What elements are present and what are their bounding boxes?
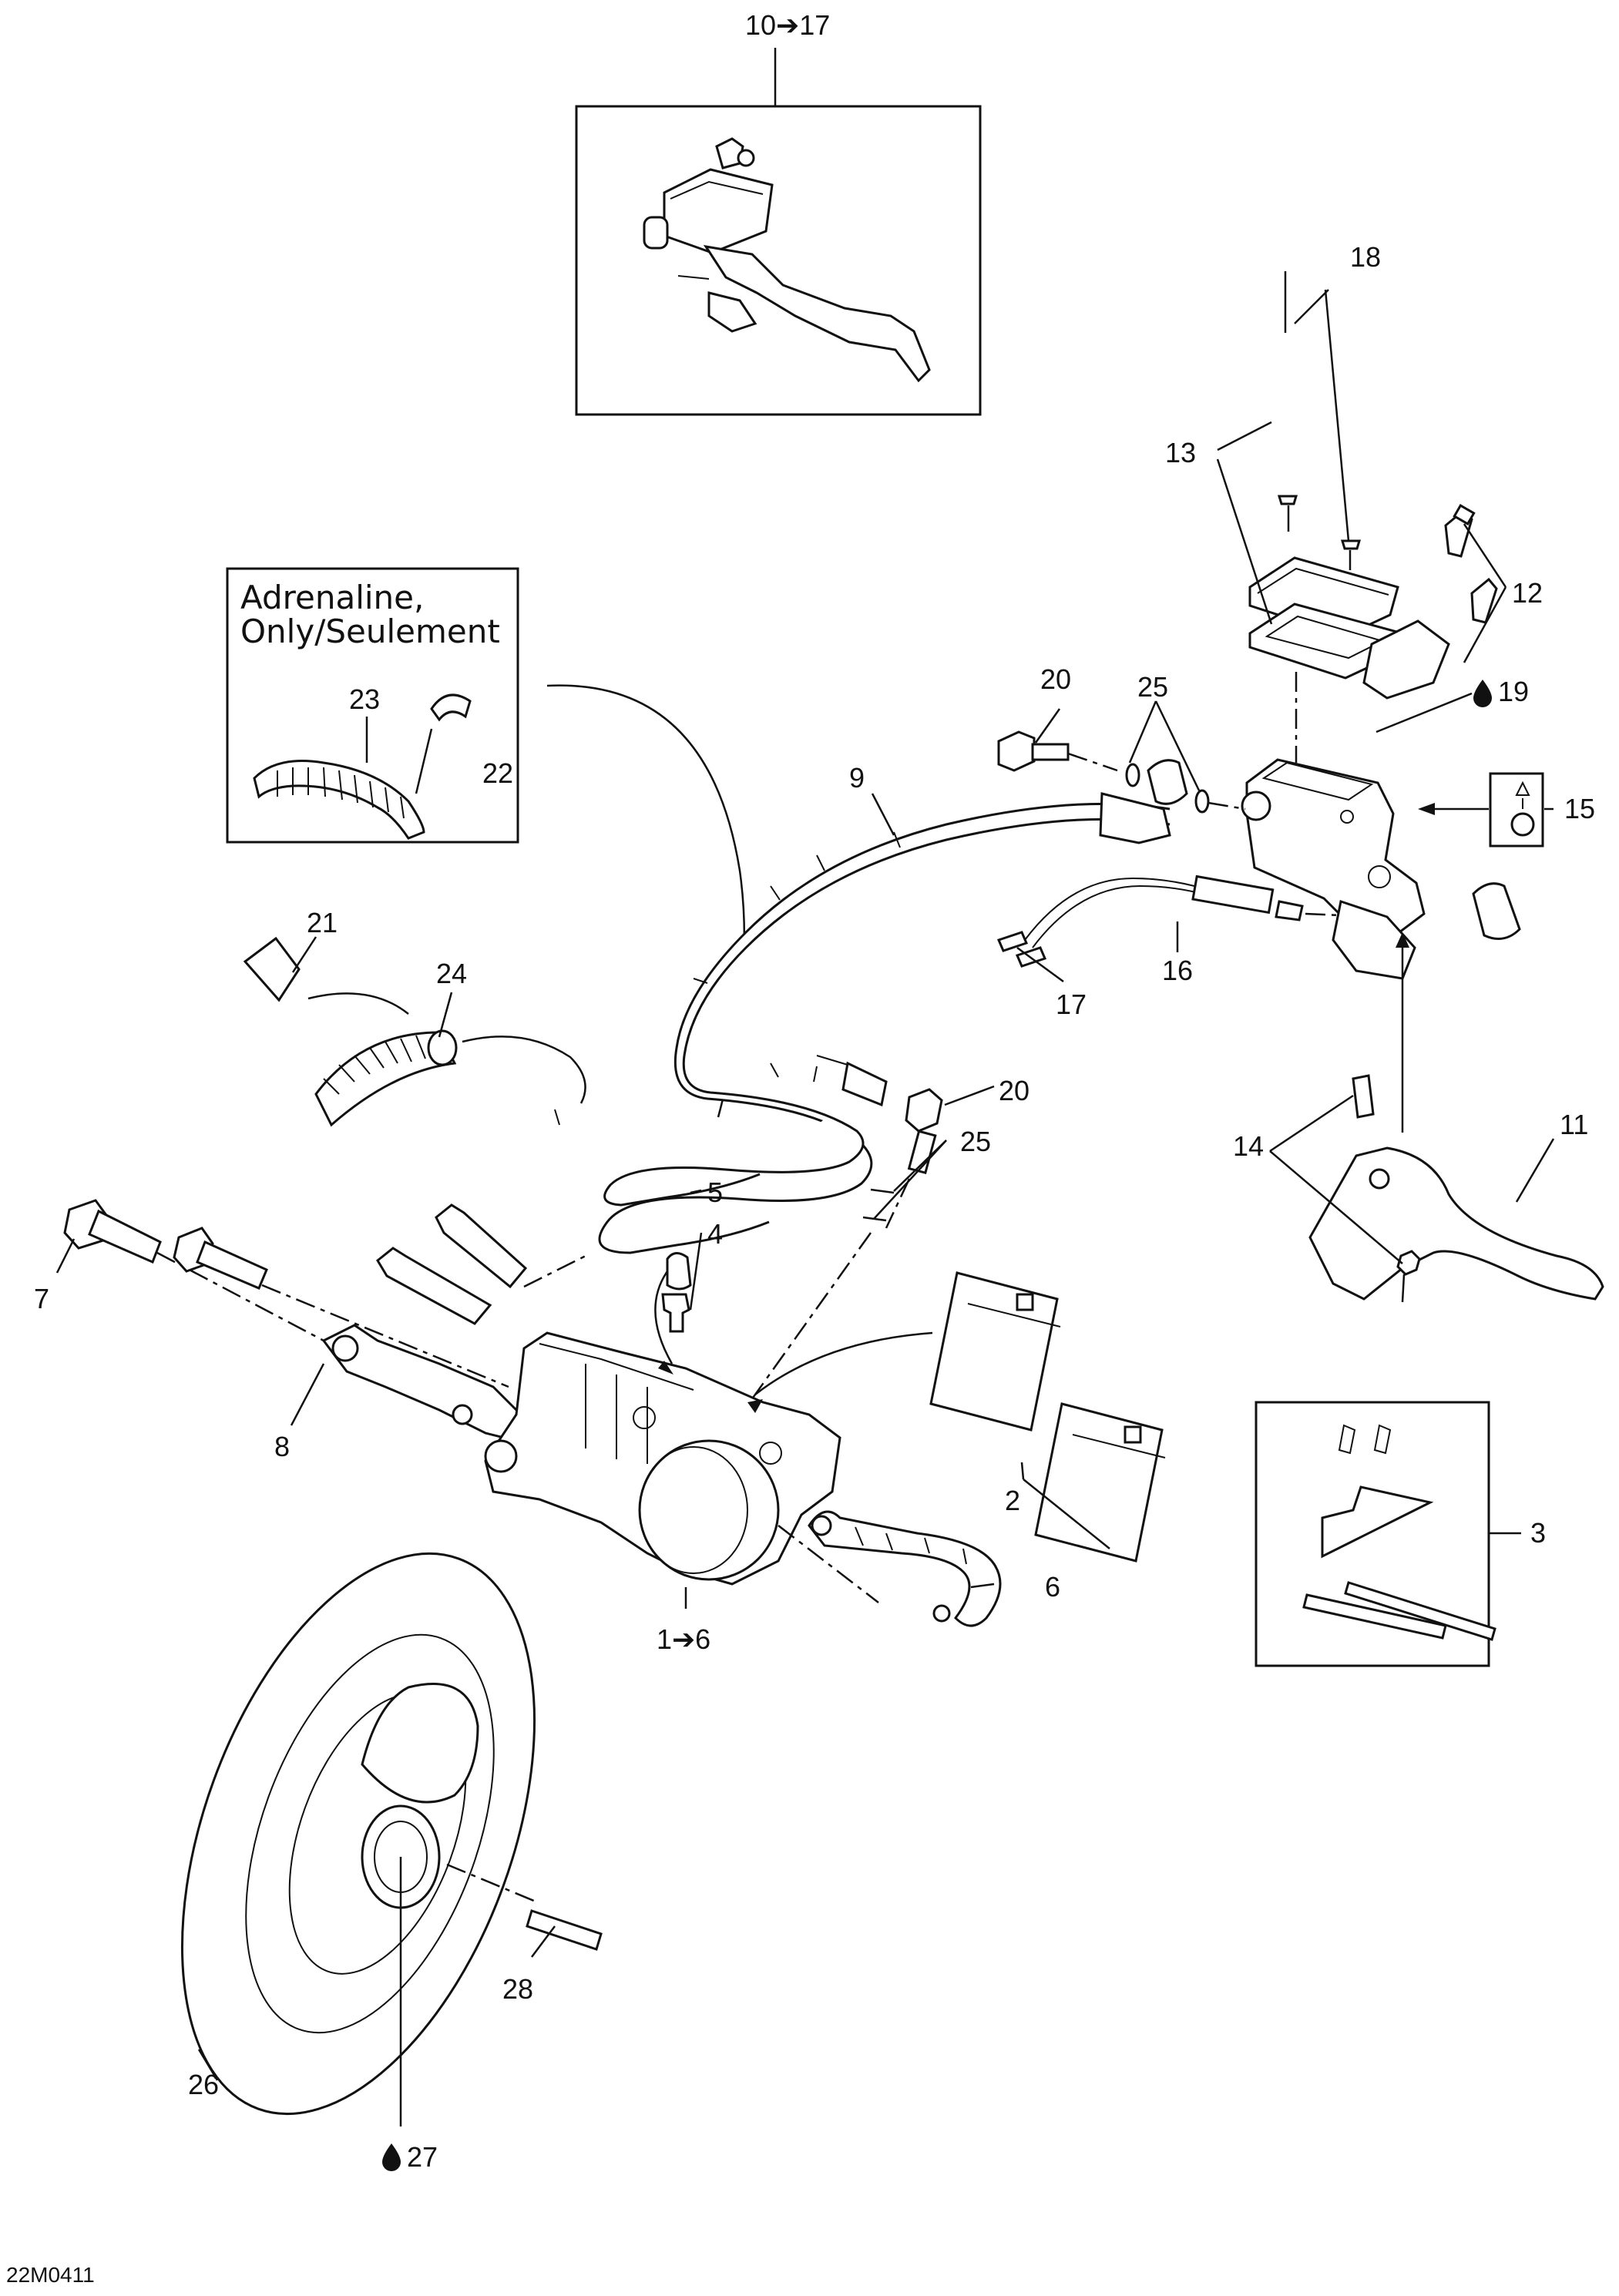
callout-22: 22	[482, 757, 513, 789]
bleed-hose	[778, 1510, 1002, 1627]
figure-code: 22M0411	[6, 2263, 95, 2287]
pad-hardware-kit	[1255, 1401, 1521, 1667]
callout-2: 2	[1005, 1485, 1020, 1516]
callout-28: 28	[502, 1973, 533, 2005]
brake-hose	[554, 792, 1171, 1254]
callout-20-lower: 20	[999, 1075, 1030, 1106]
callout-11: 11	[1560, 1109, 1588, 1140]
note-frame	[226, 567, 519, 844]
callout-6: 6	[1045, 1571, 1060, 1603]
brake-disc	[180, 1552, 603, 2126]
grease-drop-icon	[382, 2143, 401, 2171]
callout-23: 23	[349, 683, 380, 715]
callout-20-upper: 20	[1040, 663, 1071, 695]
adrenaline-note-box: Adrenaline, Only/Seulement	[226, 567, 746, 1118]
callout-8: 8	[274, 1431, 290, 1462]
callout-18: 18	[1350, 241, 1381, 273]
banjo-bolt-upper	[997, 730, 1246, 814]
callout-5: 5	[707, 1177, 723, 1208]
callout-25-lower: 25	[960, 1126, 991, 1157]
callout-10-17: 10➔17	[745, 9, 830, 41]
clip-sketch	[430, 693, 472, 722]
brake-light-switch	[996, 874, 1342, 968]
caliper	[63, 1199, 841, 1586]
master-cylinder-assembly-inset	[575, 48, 982, 416]
inset-frame	[575, 105, 982, 416]
callout-12: 12	[1512, 577, 1543, 609]
note-line-1: Adrenaline,	[240, 579, 424, 616]
callout-4: 4	[707, 1218, 723, 1250]
callout-1-6: 1➔6	[657, 1623, 710, 1655]
callout-27: 27	[407, 2141, 438, 2173]
brake-lever	[1308, 932, 1604, 1303]
callout-9: 9	[849, 762, 865, 794]
callout-17: 17	[1056, 989, 1087, 1020]
brake-pads	[747, 1271, 1166, 1563]
leader-lines	[55, 271, 1555, 2081]
callout-3: 3	[1530, 1517, 1546, 1549]
callout-19: 19	[1498, 676, 1529, 707]
callout-16: 16	[1162, 955, 1193, 986]
fluid-drop-icon	[1473, 680, 1492, 707]
callout-labels: 10➔17 18 13 12 19 20 25 9 15 23 22 21 24…	[6, 9, 1595, 2287]
spiral-wrap	[243, 936, 586, 1127]
callout-24: 24	[436, 958, 467, 989]
callout-25-upper: 25	[1137, 671, 1168, 703]
note-line-2: Only/Seulement	[240, 613, 500, 650]
banjo-bolt-lower	[715, 1088, 943, 1449]
callout-13: 13	[1165, 437, 1196, 468]
callout-7: 7	[34, 1283, 49, 1314]
master-cylinder	[1241, 495, 1544, 980]
callout-14: 14	[1233, 1130, 1264, 1162]
callout-21: 21	[307, 907, 338, 938]
callout-26: 26	[188, 2069, 219, 2100]
callout-15: 15	[1564, 793, 1595, 824]
